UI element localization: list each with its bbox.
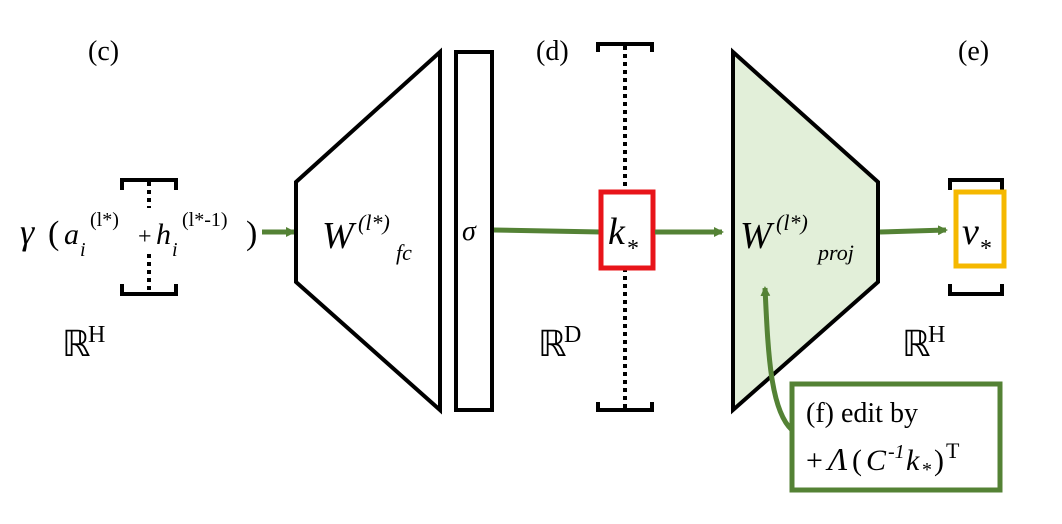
arrow-wproj-to-v bbox=[879, 225, 948, 236]
line-sigma-to-k bbox=[493, 227, 602, 235]
edit-arrow bbox=[760, 286, 794, 432]
label-d: (d) bbox=[536, 36, 569, 67]
wproj-trapezoid bbox=[731, 47, 880, 415]
edit-box bbox=[789, 381, 1003, 493]
wproj-label: W (l*) proj bbox=[740, 210, 854, 265]
sigma-label: σ bbox=[462, 216, 477, 247]
value-vector-bracket bbox=[948, 178, 1004, 296]
wfc-trapezoid bbox=[294, 47, 442, 415]
label-e: (e) bbox=[958, 36, 989, 67]
v-star-box bbox=[953, 189, 1007, 269]
space-middle: ℝ D bbox=[538, 322, 581, 365]
input-vector-bracket bbox=[120, 178, 178, 296]
key-vector-bracket bbox=[596, 42, 654, 412]
edit-box-formula: + Λ ( C -1 k * ) T bbox=[806, 438, 960, 481]
input-expression: γ ( a i (l*) + h i (l*-1) ) bbox=[20, 209, 257, 261]
wfc-label: W (l*) fc bbox=[322, 210, 412, 265]
label-c: (c) bbox=[88, 36, 119, 67]
k-star-label: k * bbox=[608, 211, 639, 262]
sigma-box bbox=[454, 50, 494, 412]
k-star-box bbox=[598, 189, 656, 271]
space-left: ℝ H bbox=[62, 322, 105, 365]
edit-box-line1: (f) edit by bbox=[806, 398, 918, 429]
v-star-label: v * bbox=[962, 211, 992, 262]
space-right: ℝ H bbox=[902, 322, 945, 365]
